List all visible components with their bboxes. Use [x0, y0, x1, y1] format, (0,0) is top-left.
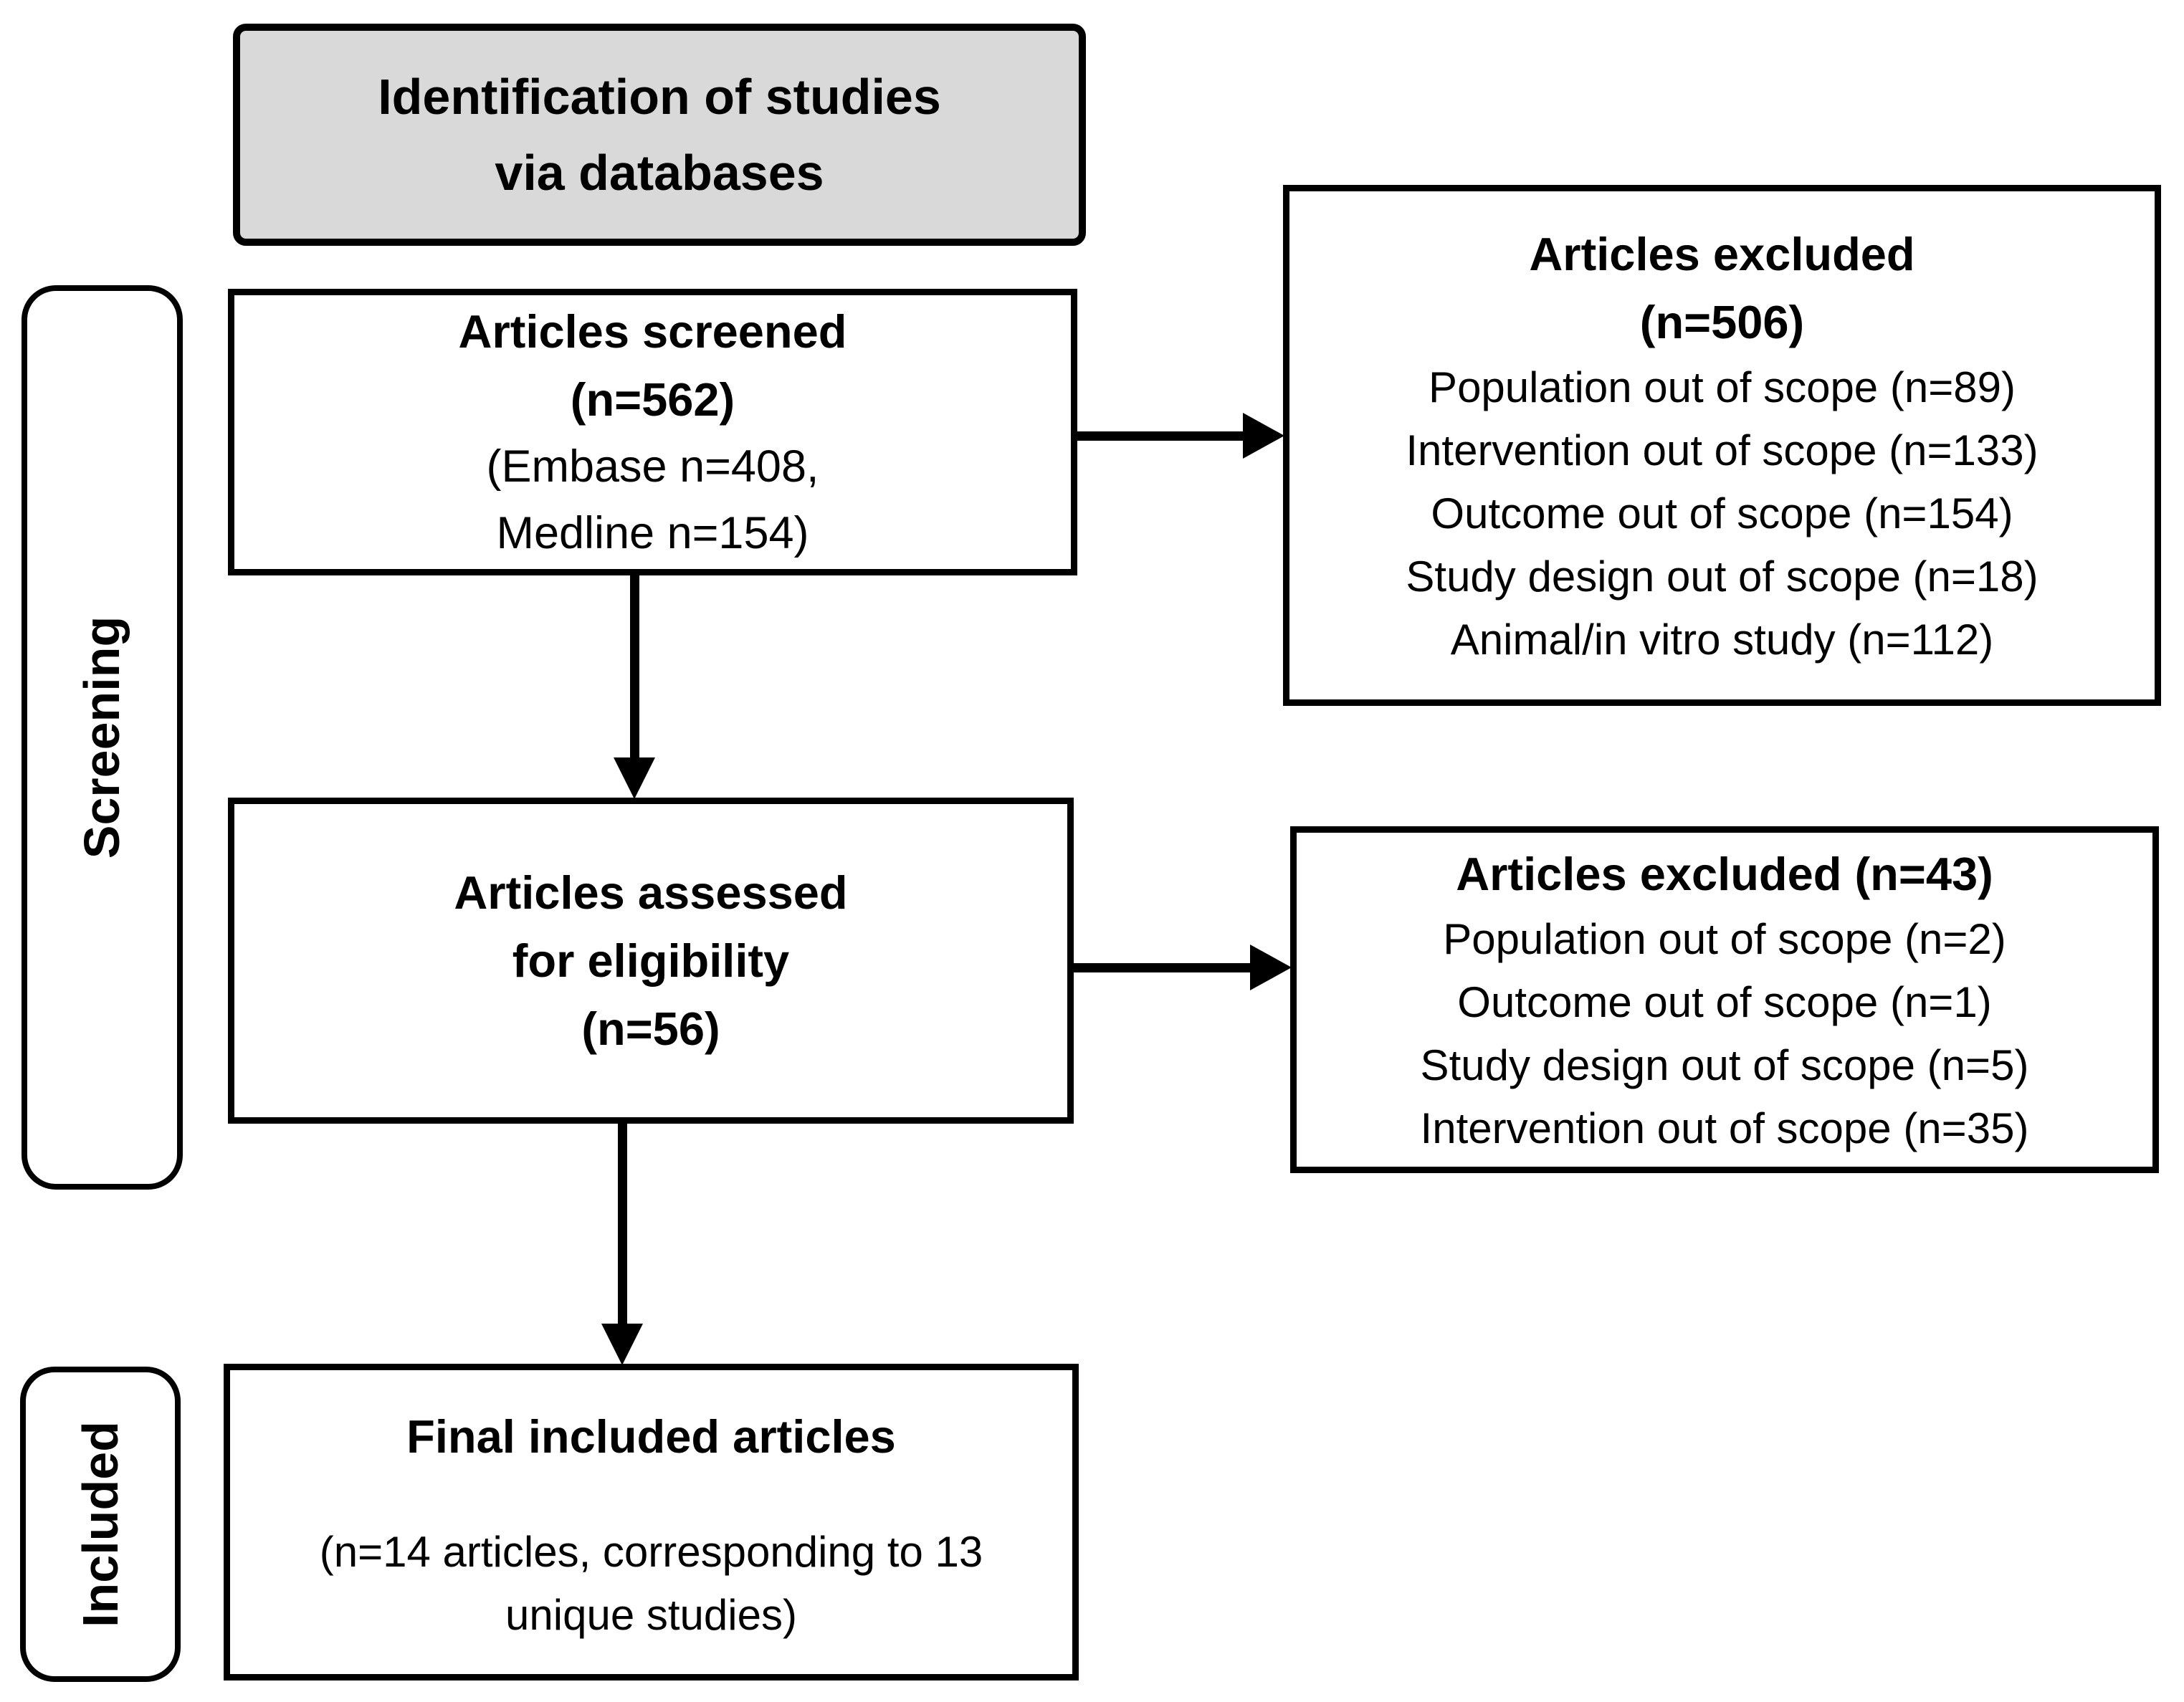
excluded2-item: Outcome out of scope (n=1)	[1457, 977, 1992, 1026]
arrow-assessed-to-included	[601, 1122, 643, 1365]
arrow-down-icon	[614, 757, 655, 799]
articles-screened-box: Articles screened (n=562) (Embase n=408,…	[228, 289, 1077, 575]
excluded1-item: Outcome out of scope (n=154)	[1431, 489, 2013, 537]
final-included-detail-line1: (n=14 articles, corresponding to 13	[319, 1528, 983, 1576]
excluded2-item: Intervention out of scope (n=35)	[1420, 1104, 2029, 1152]
assessed-title-line2: for eligibility	[512, 934, 790, 987]
excluded1-item: Population out of scope (n=89)	[1429, 363, 2016, 411]
screened-count: (n=562)	[570, 373, 735, 426]
header-title-line1: Identification of studies	[378, 69, 941, 125]
arrow-screened-to-excluded	[1075, 413, 1284, 459]
excluded2-title: Articles excluded (n=43)	[1456, 847, 1993, 900]
excluded1-item: Intervention out of scope (n=133)	[1406, 426, 2038, 474]
excluded1-item: Animal/in vitro study (n=112)	[1450, 615, 1994, 664]
final-included-detail-line2: unique studies)	[505, 1591, 797, 1639]
excluded1-title: Articles excluded	[1529, 227, 1915, 280]
stage-label-screening: Screening	[22, 285, 183, 1190]
final-included-box: Final included articles (n=14 articles, …	[224, 1364, 1079, 1681]
articles-excluded-506-box: Articles excluded (n=506) Population out…	[1283, 185, 2161, 706]
arrow-shaft	[1075, 431, 1243, 441]
articles-excluded-43-box: Articles excluded (n=43) Population out …	[1290, 826, 2159, 1173]
screening-label-text: Screening	[74, 616, 130, 859]
screened-title: Articles screened	[458, 305, 847, 358]
arrow-right-icon	[1250, 945, 1292, 990]
header-title-line2: via databases	[495, 145, 824, 201]
included-label-text: Included	[72, 1421, 129, 1627]
screened-detail-line1: (Embase n=408,	[486, 441, 819, 492]
assessed-count: (n=56)	[581, 1003, 720, 1055]
arrow-down-icon	[601, 1324, 643, 1365]
screened-detail-line2: Medline n=154)	[496, 508, 809, 558]
arrow-right-icon	[1243, 413, 1284, 459]
excluded1-item: Study design out of scope (n=18)	[1406, 552, 2038, 601]
assessed-title-line1: Articles assessed	[454, 866, 848, 919]
arrow-screened-to-assessed	[614, 575, 655, 799]
arrow-shaft	[1072, 962, 1250, 972]
excluded2-item: Population out of scope (n=2)	[1443, 914, 2006, 963]
stage-label-included: Included	[20, 1367, 181, 1682]
arrow-shaft	[617, 1122, 627, 1324]
excluded1-count: (n=506)	[1639, 295, 1805, 348]
articles-assessed-box: Articles assessed for eligibility (n=56)	[228, 798, 1074, 1124]
arrow-shaft	[629, 575, 639, 757]
final-included-title: Final included articles	[406, 1410, 896, 1463]
arrow-assessed-to-excluded	[1072, 945, 1292, 990]
header-box: Identification of studies via databases	[233, 24, 1086, 246]
excluded2-item: Study design out of scope (n=5)	[1420, 1041, 2029, 1089]
